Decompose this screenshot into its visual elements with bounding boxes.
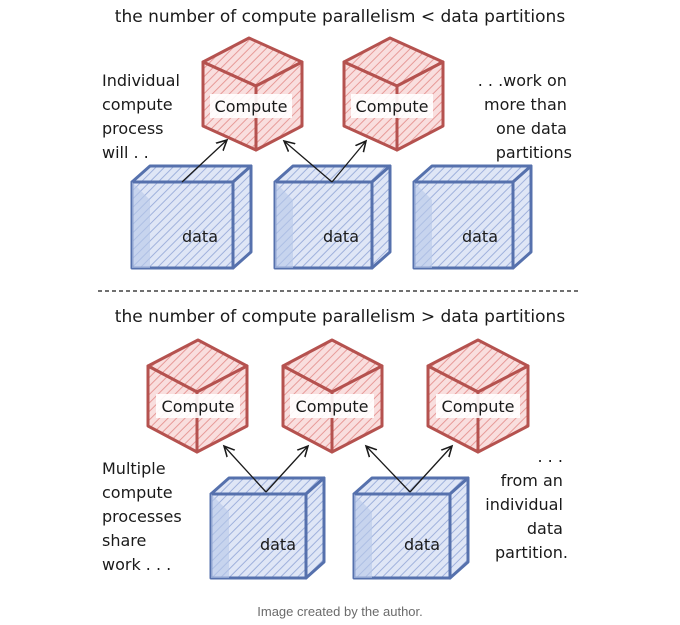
- arrow: [409, 446, 452, 493]
- arrow: [224, 446, 267, 493]
- bottom-right-note: . . . from an individual data partition.: [485, 447, 568, 562]
- note-line: processes: [102, 507, 182, 526]
- arrow: [265, 446, 308, 493]
- note-line: process: [102, 119, 163, 138]
- note-line: more than: [484, 95, 567, 114]
- bottom-title: the number of compute parallelism > data…: [115, 307, 566, 327]
- note-line: share: [102, 531, 146, 550]
- note-line: partition.: [495, 543, 568, 562]
- top-compute-cube-2: Compute: [342, 36, 445, 152]
- compute-label: Compute: [356, 97, 429, 116]
- bottom-compute-cube-3: Compute: [426, 338, 530, 454]
- top-left-note: Individual compute process will . .: [102, 71, 185, 162]
- arrow: [331, 141, 366, 183]
- data-label: data: [323, 227, 359, 246]
- bottom-compute-cube-1: Compute: [146, 338, 249, 454]
- note-line: one data: [496, 119, 567, 138]
- note-line: data: [527, 519, 563, 538]
- bottom-data-box-2: data: [352, 476, 470, 580]
- bottom-data-box-1: data: [209, 476, 326, 580]
- bottom-compute-cube-2: Compute: [281, 338, 384, 454]
- data-label: data: [462, 227, 498, 246]
- data-label: data: [404, 535, 440, 554]
- note-line: . . .: [537, 447, 562, 466]
- top-compute-cube-1: Compute: [201, 36, 304, 152]
- arrow: [366, 446, 411, 493]
- data-label: data: [260, 535, 296, 554]
- top-title: the number of compute parallelism < data…: [115, 7, 566, 27]
- compute-label: Compute: [442, 397, 515, 416]
- bottom-left-note: Multiple compute processes share work . …: [102, 459, 187, 574]
- image-caption: Image created by the author.: [257, 604, 423, 619]
- arrow: [284, 141, 333, 183]
- top-data-box-2: data: [273, 164, 392, 270]
- note-line: compute: [102, 483, 173, 502]
- top-right-note: . . .work on more than one data partitio…: [478, 71, 572, 162]
- note-line: from an: [501, 471, 563, 490]
- note-line: partitions: [496, 143, 572, 162]
- note-line: will . .: [102, 143, 149, 162]
- arrow: [181, 140, 227, 183]
- compute-label: Compute: [296, 397, 369, 416]
- compute-label: Compute: [162, 397, 235, 416]
- note-line: Multiple: [102, 459, 166, 478]
- top-data-box-3: data: [412, 164, 533, 270]
- note-line: compute: [102, 95, 173, 114]
- note-line: . . .work on: [478, 71, 567, 90]
- compute-label: Compute: [215, 97, 288, 116]
- note-line: Individual: [102, 71, 180, 90]
- note-line: individual: [485, 495, 563, 514]
- top-data-box-1: data: [130, 164, 253, 270]
- note-line: work . . .: [102, 555, 171, 574]
- data-label: data: [182, 227, 218, 246]
